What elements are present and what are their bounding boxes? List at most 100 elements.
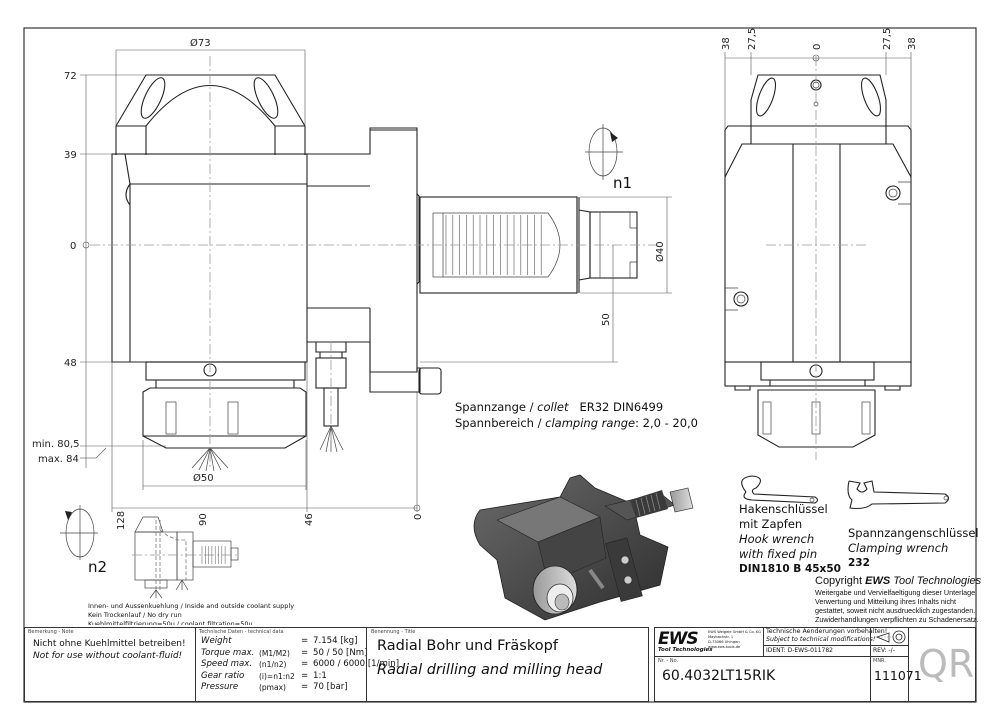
dim-50: 50 — [601, 313, 612, 326]
tech-data-eq: = — [301, 670, 309, 681]
dim-72: 72 — [64, 71, 77, 82]
coolant-note: Innen- und Aussenkuehlung / Inside and o… — [88, 602, 295, 610]
isometric-render — [473, 474, 694, 621]
collet-spec: Spannzange / collet ER32 DIN6499 — [455, 400, 663, 414]
qr-cell: QR — [908, 627, 976, 702]
clamping-wrench-de: Spannzangenschlüssel — [848, 526, 979, 540]
tech-data-value: 70 [bar] — [313, 682, 348, 692]
hook-wrench-en1: Hook wrench — [739, 532, 815, 546]
address-line: www.ews-tools.de — [708, 645, 741, 649]
mnr-label: MNR. — [873, 658, 886, 664]
revision: REV: -/- — [873, 647, 895, 654]
copyright-brand: EWS — [865, 575, 891, 587]
tech-data-eq: = — [301, 659, 309, 669]
ews-logo-sub: Tool Technologies — [658, 647, 713, 653]
rotation-n1-icon — [585, 124, 623, 180]
copyright: Copyright EWS Tool Technologies Weiterga… — [815, 575, 981, 624]
address-line: D-73066 Uhingen — [708, 640, 740, 644]
dim-38-right: 38 — [907, 37, 918, 50]
note-de: Nicht ohne Kuehlmittel betreiben! — [33, 639, 186, 649]
dim-0: 0 — [70, 241, 76, 252]
tech-data-name: Speed max. — [201, 659, 253, 669]
copyright-suffix: Tool Technologies — [890, 575, 982, 587]
dim-48: 48 — [64, 358, 77, 369]
tech-data-label: Technische Daten - technical data — [199, 629, 284, 635]
front-view — [90, 56, 660, 472]
dim-128: 128 — [116, 511, 127, 530]
number-label: Nr. - No. — [658, 658, 679, 664]
mnr-number: 111071 — [874, 668, 922, 683]
title-en: Radial drilling and milling head — [377, 662, 603, 678]
tech-data-value: 6000 / 6000 [1/min] — [313, 659, 400, 669]
hook-wrench-spec: DIN1810 B 45x50 — [739, 563, 841, 575]
dim-38-left: 38 — [721, 37, 732, 50]
dim-dia-50: Ø50 — [193, 472, 214, 484]
projection-symbol-icon — [875, 630, 906, 644]
address-line: EWS Weigele GmbH & Co. KG — [708, 630, 762, 634]
dim-275-left: 27,5 — [747, 28, 758, 50]
company-address: EWS Weigele GmbH & Co. KG Maybachstr. 1 … — [708, 630, 761, 650]
coolant-notes: Innen- und Aussenkuehlung / Inside and o… — [88, 602, 294, 625]
dim-dia-73: Ø73 — [190, 37, 211, 49]
tech-data-value: 50 / 50 [Nm] — [313, 647, 368, 658]
clamping-wrench-en: Clamping wrench — [848, 541, 949, 555]
side-view-dimensions: 38 27,5 0 27,5 38 — [721, 28, 918, 130]
number-cell: Nr. - No. 60.4032LT15RIK — [654, 656, 871, 702]
label-n2: n2 — [88, 558, 107, 576]
tech-data-name: Weight — [201, 636, 232, 646]
dim-39: 39 — [64, 150, 77, 161]
tech-data-param: (pmax) — [259, 683, 286, 692]
dim-x0: 0 — [413, 514, 424, 520]
hook-wrench-en2: with fixed pin — [739, 547, 818, 561]
copyright-prefix: Copyright — [815, 575, 866, 587]
qr-placeholder: QR — [918, 642, 975, 686]
dim-dia-40: Ø40 — [654, 241, 666, 262]
side-view — [724, 56, 912, 460]
drawing-frame — [23, 27, 977, 703]
note-cell: Bemerkung - Note Nicht ohne Kuehlmittel … — [24, 627, 196, 702]
mnr-cell: MNR. 111071 — [870, 656, 922, 702]
tech-data-eq: = — [301, 647, 309, 658]
hook-wrench-info: Hakenschlüssel mit Zapfen Hook wrench wi… — [739, 502, 841, 577]
title-label: Benennung - Title — [371, 629, 416, 635]
copyright-line: Weitergabe und Vervielfaeltigung dieser … — [815, 588, 978, 597]
address-line: Maybachstr. 1 — [708, 635, 734, 639]
dim-0-side: 0 — [812, 44, 823, 50]
tech-data-value: 7.154 [kg] — [313, 636, 358, 646]
clamping-wrench-info: Spannzangenschlüssel Clamping wrench 232 — [848, 526, 979, 571]
tech-data-name: Torque max. — [201, 647, 255, 658]
modification-en: Subject to technical modifications! — [766, 636, 876, 643]
title-de: Radial Bohr und Fräskopf — [377, 638, 558, 654]
coolant-schematic — [132, 516, 240, 599]
tech-data-eq: = — [301, 636, 309, 646]
hook-wrench-icon — [741, 475, 819, 504]
tech-data-name: Pressure — [201, 682, 239, 692]
clamping-wrench-spec: 232 — [848, 557, 870, 569]
collet-label-de: Spannzange / — [455, 400, 538, 414]
clamping-range-label-de: Spannbereich / — [455, 416, 546, 430]
tech-data-value: 1:1 — [313, 670, 327, 681]
clamping-wrench-icon — [847, 480, 950, 510]
coolant-note: Kuehlmittelfiltrierung=50µ / coolant fil… — [88, 620, 253, 625]
ews-logo: EWS — [658, 629, 699, 649]
note-en: Not for use without coolant-fluid! — [33, 651, 183, 661]
hook-wrench-de2: mit Zapfen — [739, 517, 803, 531]
dim-90: 90 — [198, 513, 209, 526]
company-cell: EWS Tool Technologies EWS Weigele GmbH &… — [654, 627, 764, 657]
title-cell: Benennung - Title Radial Bohr und Fräsko… — [366, 627, 649, 702]
tech-data-param: (M1/M2) — [259, 648, 290, 658]
ident: IDENT: D-EWS-011782 — [766, 647, 833, 654]
part-number: 60.4032LT15RIK — [662, 668, 776, 684]
dim-46: 46 — [304, 513, 315, 526]
projection-symbol-cell — [870, 627, 909, 646]
modification-cell: Technische Aenderungen vorbehalten! Subj… — [763, 627, 887, 646]
clamping-range-label-en: clamping range — [545, 416, 636, 430]
modification-de: Technische Aenderungen vorbehalten! — [766, 628, 888, 635]
copyright-line: Verwertung und Mitteilung ihres Inhalts … — [815, 597, 957, 606]
tech-data-name: Gear ratio — [201, 670, 245, 681]
collet-label-en: collet — [537, 400, 569, 414]
clamping-range-value: : 2,0 - 20,0 — [635, 416, 698, 430]
tech-data-cell: Technische Daten - technical data Weight… — [195, 627, 399, 702]
front-view-dimensions: Ø73 72 39 0 48 min. 80,5 max. 84 Ø50 128… — [32, 37, 672, 530]
